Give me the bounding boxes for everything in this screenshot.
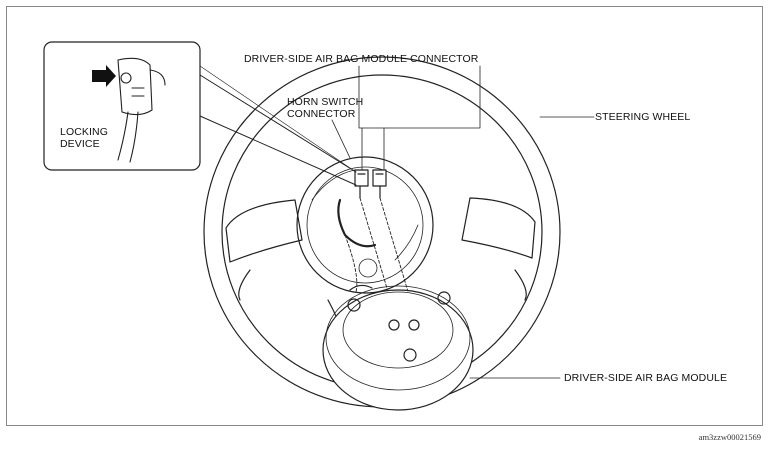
horn-switch-connector-label: HORN SWITCH CONNECTOR [287,96,363,120]
locking-label-line2: DEVICE [60,138,100,150]
locking-device-label: LOCKING DEVICE [60,126,108,150]
horn-switch-label-line1: HORN SWITCH [287,96,364,108]
airbag-connector-label: DRIVER-SIDE AIR BAG MODULE CONNECTOR [244,53,479,65]
steering-wheel-label: STEERING WHEEL [595,111,691,123]
connector-pair [354,169,387,199]
locking-label-line1: LOCKING [60,126,108,138]
airbag-module-label: DRIVER-SIDE AIR BAG MODULE [564,372,728,384]
horn-switch-label-line2: CONNECTOR [287,108,356,120]
leader-lines [91,65,595,379]
callout-wedge [199,65,357,186]
locking-device-inset [43,41,201,171]
arrow-icon [92,65,116,87]
airbag-module-drawing [322,284,474,411]
figure-id: am3zzw00021569 [698,432,761,442]
